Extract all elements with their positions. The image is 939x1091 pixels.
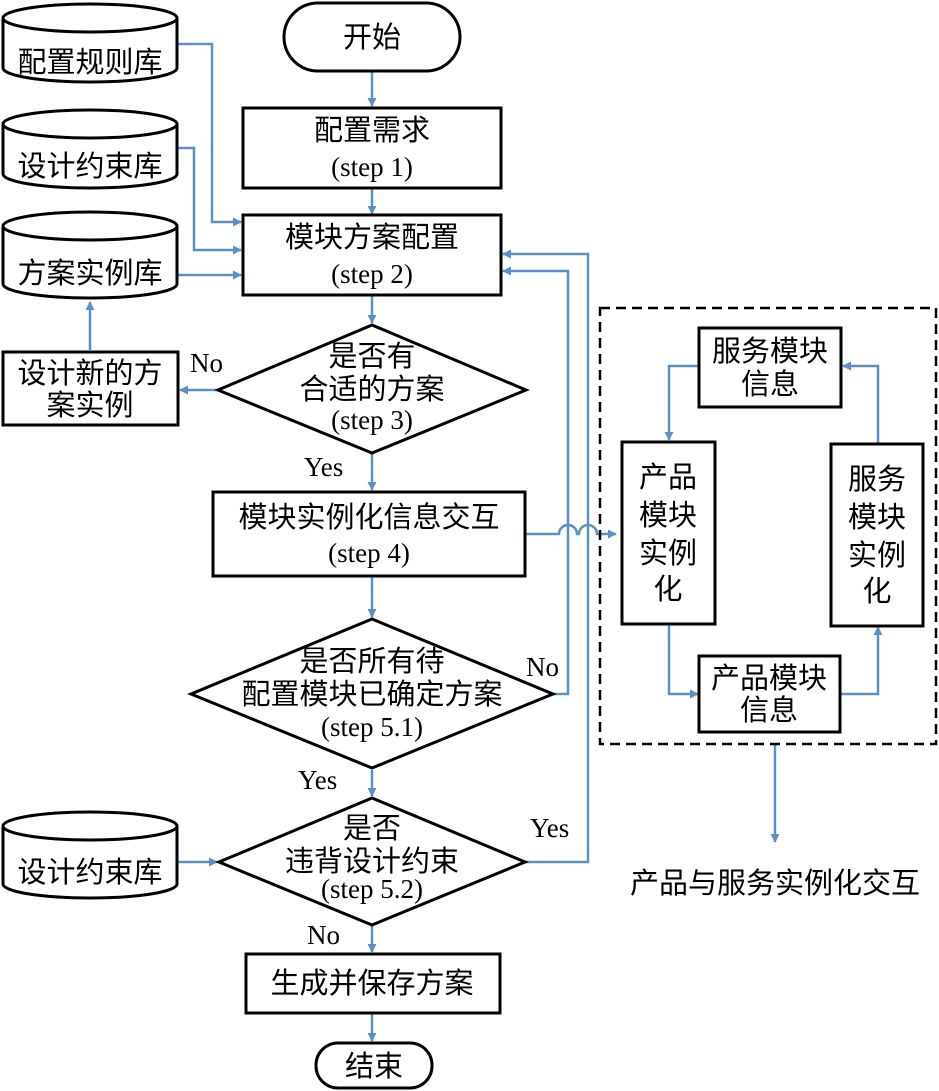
node-product-info-line2: 信息 [740, 693, 798, 727]
database-rules: 配置规则库 [1, 2, 179, 84]
label-yes-step3: Yes [304, 452, 343, 482]
database-constraints-top: 设计约束库 [1, 108, 179, 190]
node-service-info: 服务模块 信息 [697, 326, 843, 409]
node-design-new-line2: 案实例 [46, 388, 133, 422]
decision-violate-line1: 是否 [343, 811, 401, 845]
node-product-inst-line3: 实例 [639, 536, 697, 570]
decision-all-configured: 是否所有待 配置模块已确定方案 (step 5.1) [187, 617, 557, 770]
node-service-inst-line2: 模块 [848, 500, 906, 534]
node-service-info-line2: 信息 [741, 367, 799, 401]
node-product-inst-line1: 产品 [639, 460, 697, 494]
node-service-inst-line4: 化 [862, 574, 891, 608]
label-no-step51: No [526, 652, 559, 682]
database-instances-label: 方案实例库 [17, 256, 162, 290]
node-start: 开始 [282, 1, 462, 73]
database-constraints-bottom-label: 设计约束库 [17, 855, 162, 889]
node-product-instantiation: 产品 模块 实例 化 [620, 440, 717, 626]
edge-service-inst-to-service-info [842, 361, 880, 443]
edge-rules-to-step2 [178, 42, 242, 227]
edge-constraints-to-step2 [178, 146, 242, 255]
decision-all-line3: (step 5.1) [321, 712, 423, 742]
node-design-new: 设计新的方 案实例 [1, 350, 180, 427]
node-generate-save: 生成并保存方案 [244, 952, 502, 1015]
node-product-info-line1: 产品模块 [711, 661, 827, 695]
decision-violate-constraints: 是否 违背设计约束 (step 5.2) [215, 796, 529, 927]
edge-product-info-to-service-inst [840, 626, 883, 696]
edges [85, 42, 883, 1042]
node-module-config-line2: (step 2) [331, 259, 413, 289]
edge-step51-no-to-step2 [502, 266, 570, 696]
node-product-inst-line2: 模块 [639, 498, 697, 532]
node-module-config-line1: 模块方案配置 [285, 220, 459, 254]
decision-fit-line2: 合适的方案 [299, 372, 444, 406]
node-config-requirement-line2: (step 1) [331, 152, 413, 182]
node-generate-save-label: 生成并保存方案 [270, 966, 473, 1000]
node-module-interaction: 模块实例化信息交互 (step 4) [211, 490, 527, 578]
node-service-inst-line1: 服务 [848, 462, 906, 496]
decision-fit-line1: 是否有 [328, 339, 415, 373]
decision-violate-line2: 违背设计约束 [285, 844, 459, 878]
node-product-inst-line4: 化 [653, 572, 682, 606]
database-rules-label: 配置规则库 [17, 45, 162, 79]
database-constraints-bottom: 设计约束库 [1, 810, 179, 900]
node-module-interaction-line2: (step 4) [328, 538, 410, 568]
node-config-requirement: 配置需求 (step 1) [241, 106, 503, 190]
database-constraints-top-label: 设计约束库 [17, 149, 162, 183]
node-config-requirement-line1: 配置需求 [314, 113, 430, 147]
decision-all-line2: 配置模块已确定方案 [241, 677, 502, 711]
decision-fit-line3: (step 3) [331, 405, 413, 435]
node-service-inst-line3: 实例 [848, 538, 906, 572]
interaction-panel: 服务模块 信息 产品 模块 实例 化 服务 模块 实例 化 产品模块 信息 [598, 306, 938, 746]
edge-service-info-to-product-inst [664, 364, 698, 441]
node-product-info: 产品模块 信息 [697, 654, 842, 734]
label-no-step52: No [307, 920, 340, 950]
interaction-caption: 产品与服务实例化交互 [630, 866, 920, 900]
node-end-label: 结束 [345, 1049, 403, 1083]
node-design-new-line1: 设计新的方 [17, 356, 162, 390]
decision-all-line1: 是否所有待 [299, 644, 444, 678]
edge-step52-yes-to-step2 [502, 249, 590, 864]
node-start-label: 开始 [343, 20, 401, 54]
node-service-instantiation: 服务 模块 实例 化 [829, 442, 925, 628]
edge-product-inst-to-product-info [667, 625, 699, 699]
edge-step4-to-interaction [525, 523, 617, 539]
label-no-step3: No [190, 348, 223, 378]
label-yes-step51: Yes [298, 765, 337, 795]
node-module-interaction-line1: 模块实例化信息交互 [238, 500, 499, 534]
decision-fit-solution: 是否有 合适的方案 (step 3) [214, 323, 530, 455]
database-instances: 方案实例库 [1, 210, 179, 300]
node-module-config: 模块方案配置 (step 2) [241, 213, 503, 297]
decision-violate-line3: (step 5.2) [321, 874, 423, 904]
label-yes-step52: Yes [530, 813, 569, 843]
node-end: 结束 [314, 1041, 434, 1090]
node-service-info-line1: 服务模块 [712, 334, 828, 368]
